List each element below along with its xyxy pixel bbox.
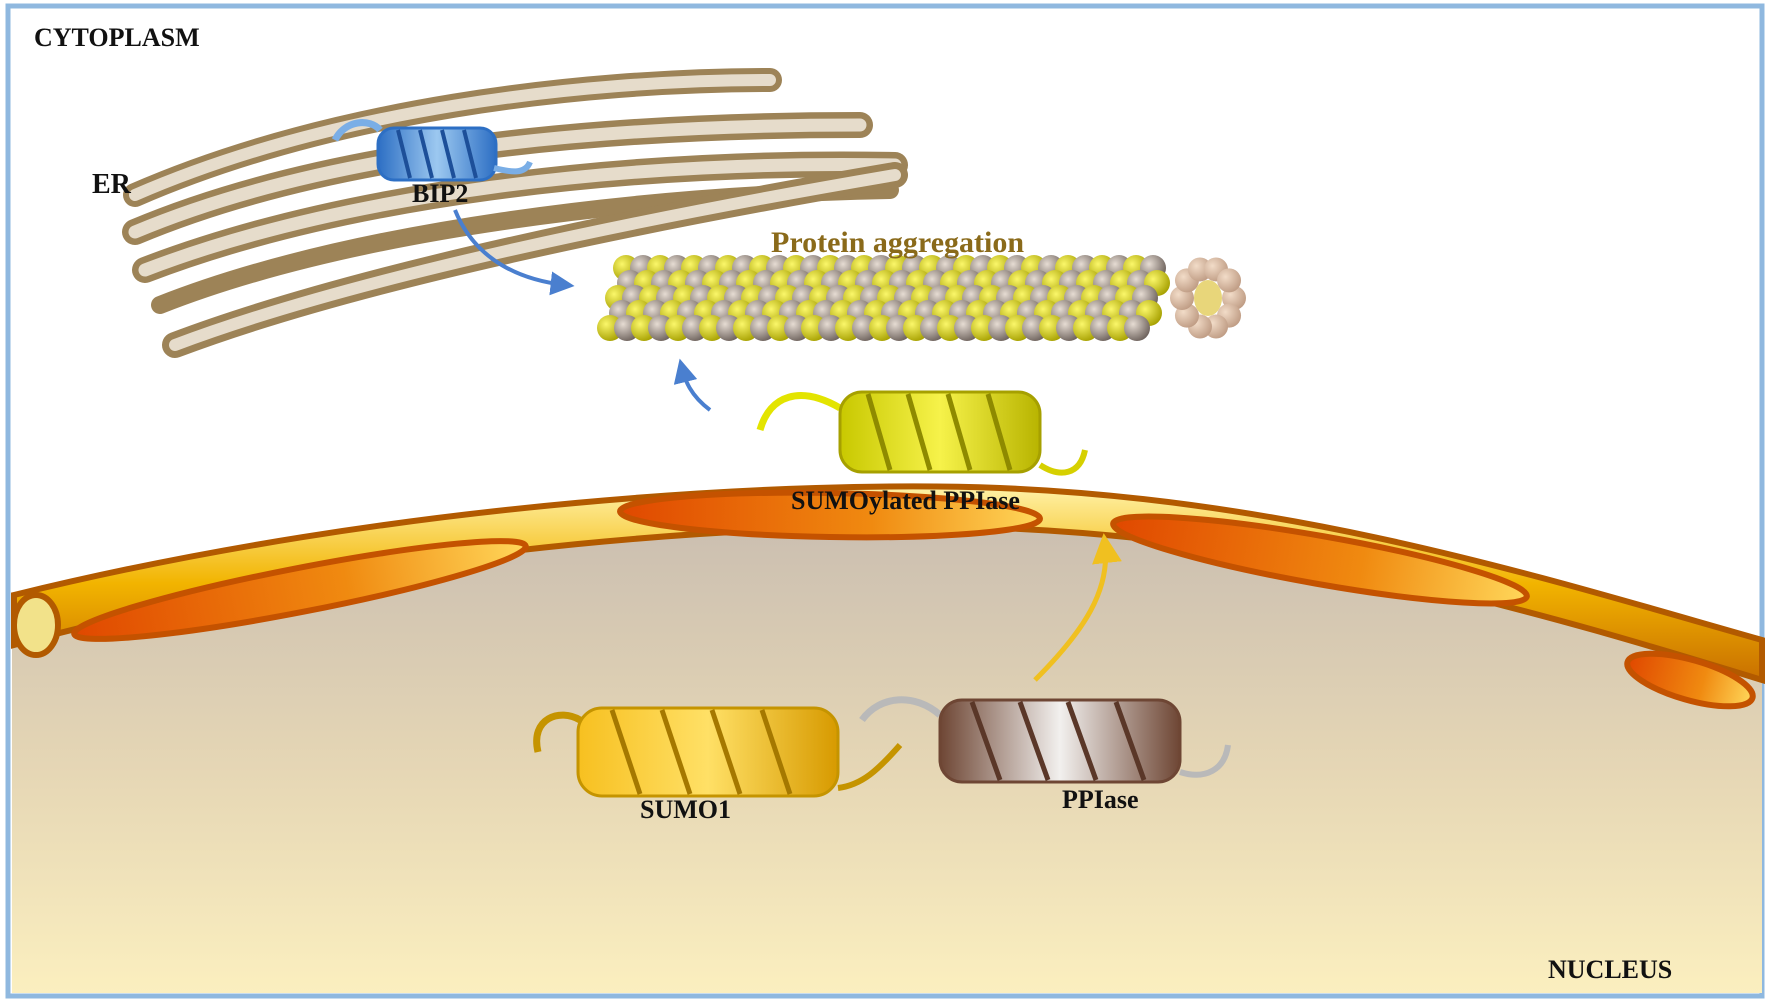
nuclear-envelope: [11, 483, 1765, 710]
membrane-pore: [71, 538, 529, 642]
ppiase-helix: [938, 698, 1231, 784]
protein-aggregation-label: Protein aggregation: [771, 226, 1024, 259]
cytoplasm-label: CYTOPLASM: [34, 23, 200, 52]
nucleus-region: [12, 506, 1762, 993]
nucleus-label: NUCLEUS: [1548, 955, 1672, 984]
sumo-ppiase-linker: [859, 696, 943, 723]
aggregate-sphere: [1124, 315, 1150, 341]
membrane-pore: [1110, 513, 1530, 607]
aggregate-core: [1194, 280, 1222, 316]
bip2-label: BIP2: [412, 179, 468, 208]
membrane-pore: [617, 489, 1043, 541]
sumo1-label: SUMO1: [640, 795, 731, 824]
bip2-helix: [331, 119, 533, 182]
sumoylated-ppiase-label: SUMOylated PPIase: [791, 486, 1020, 515]
figure-frame: [5, 3, 1765, 999]
transport-arrow: [1033, 533, 1122, 682]
sumoylated-arrow: [673, 358, 712, 412]
aggregate-cap-sphere: [1217, 268, 1242, 293]
sumo1-helix: [533, 706, 903, 798]
bip2-arrow: [453, 209, 575, 296]
membrane-end: [11, 592, 61, 658]
er-label: ER: [92, 169, 132, 200]
protein-aggregate: [597, 255, 1246, 341]
sumoylated-ppiase-helix: [756, 390, 1088, 476]
membrane-pore: [1624, 650, 1756, 710]
ppiase-label: PPIase: [1062, 785, 1139, 814]
